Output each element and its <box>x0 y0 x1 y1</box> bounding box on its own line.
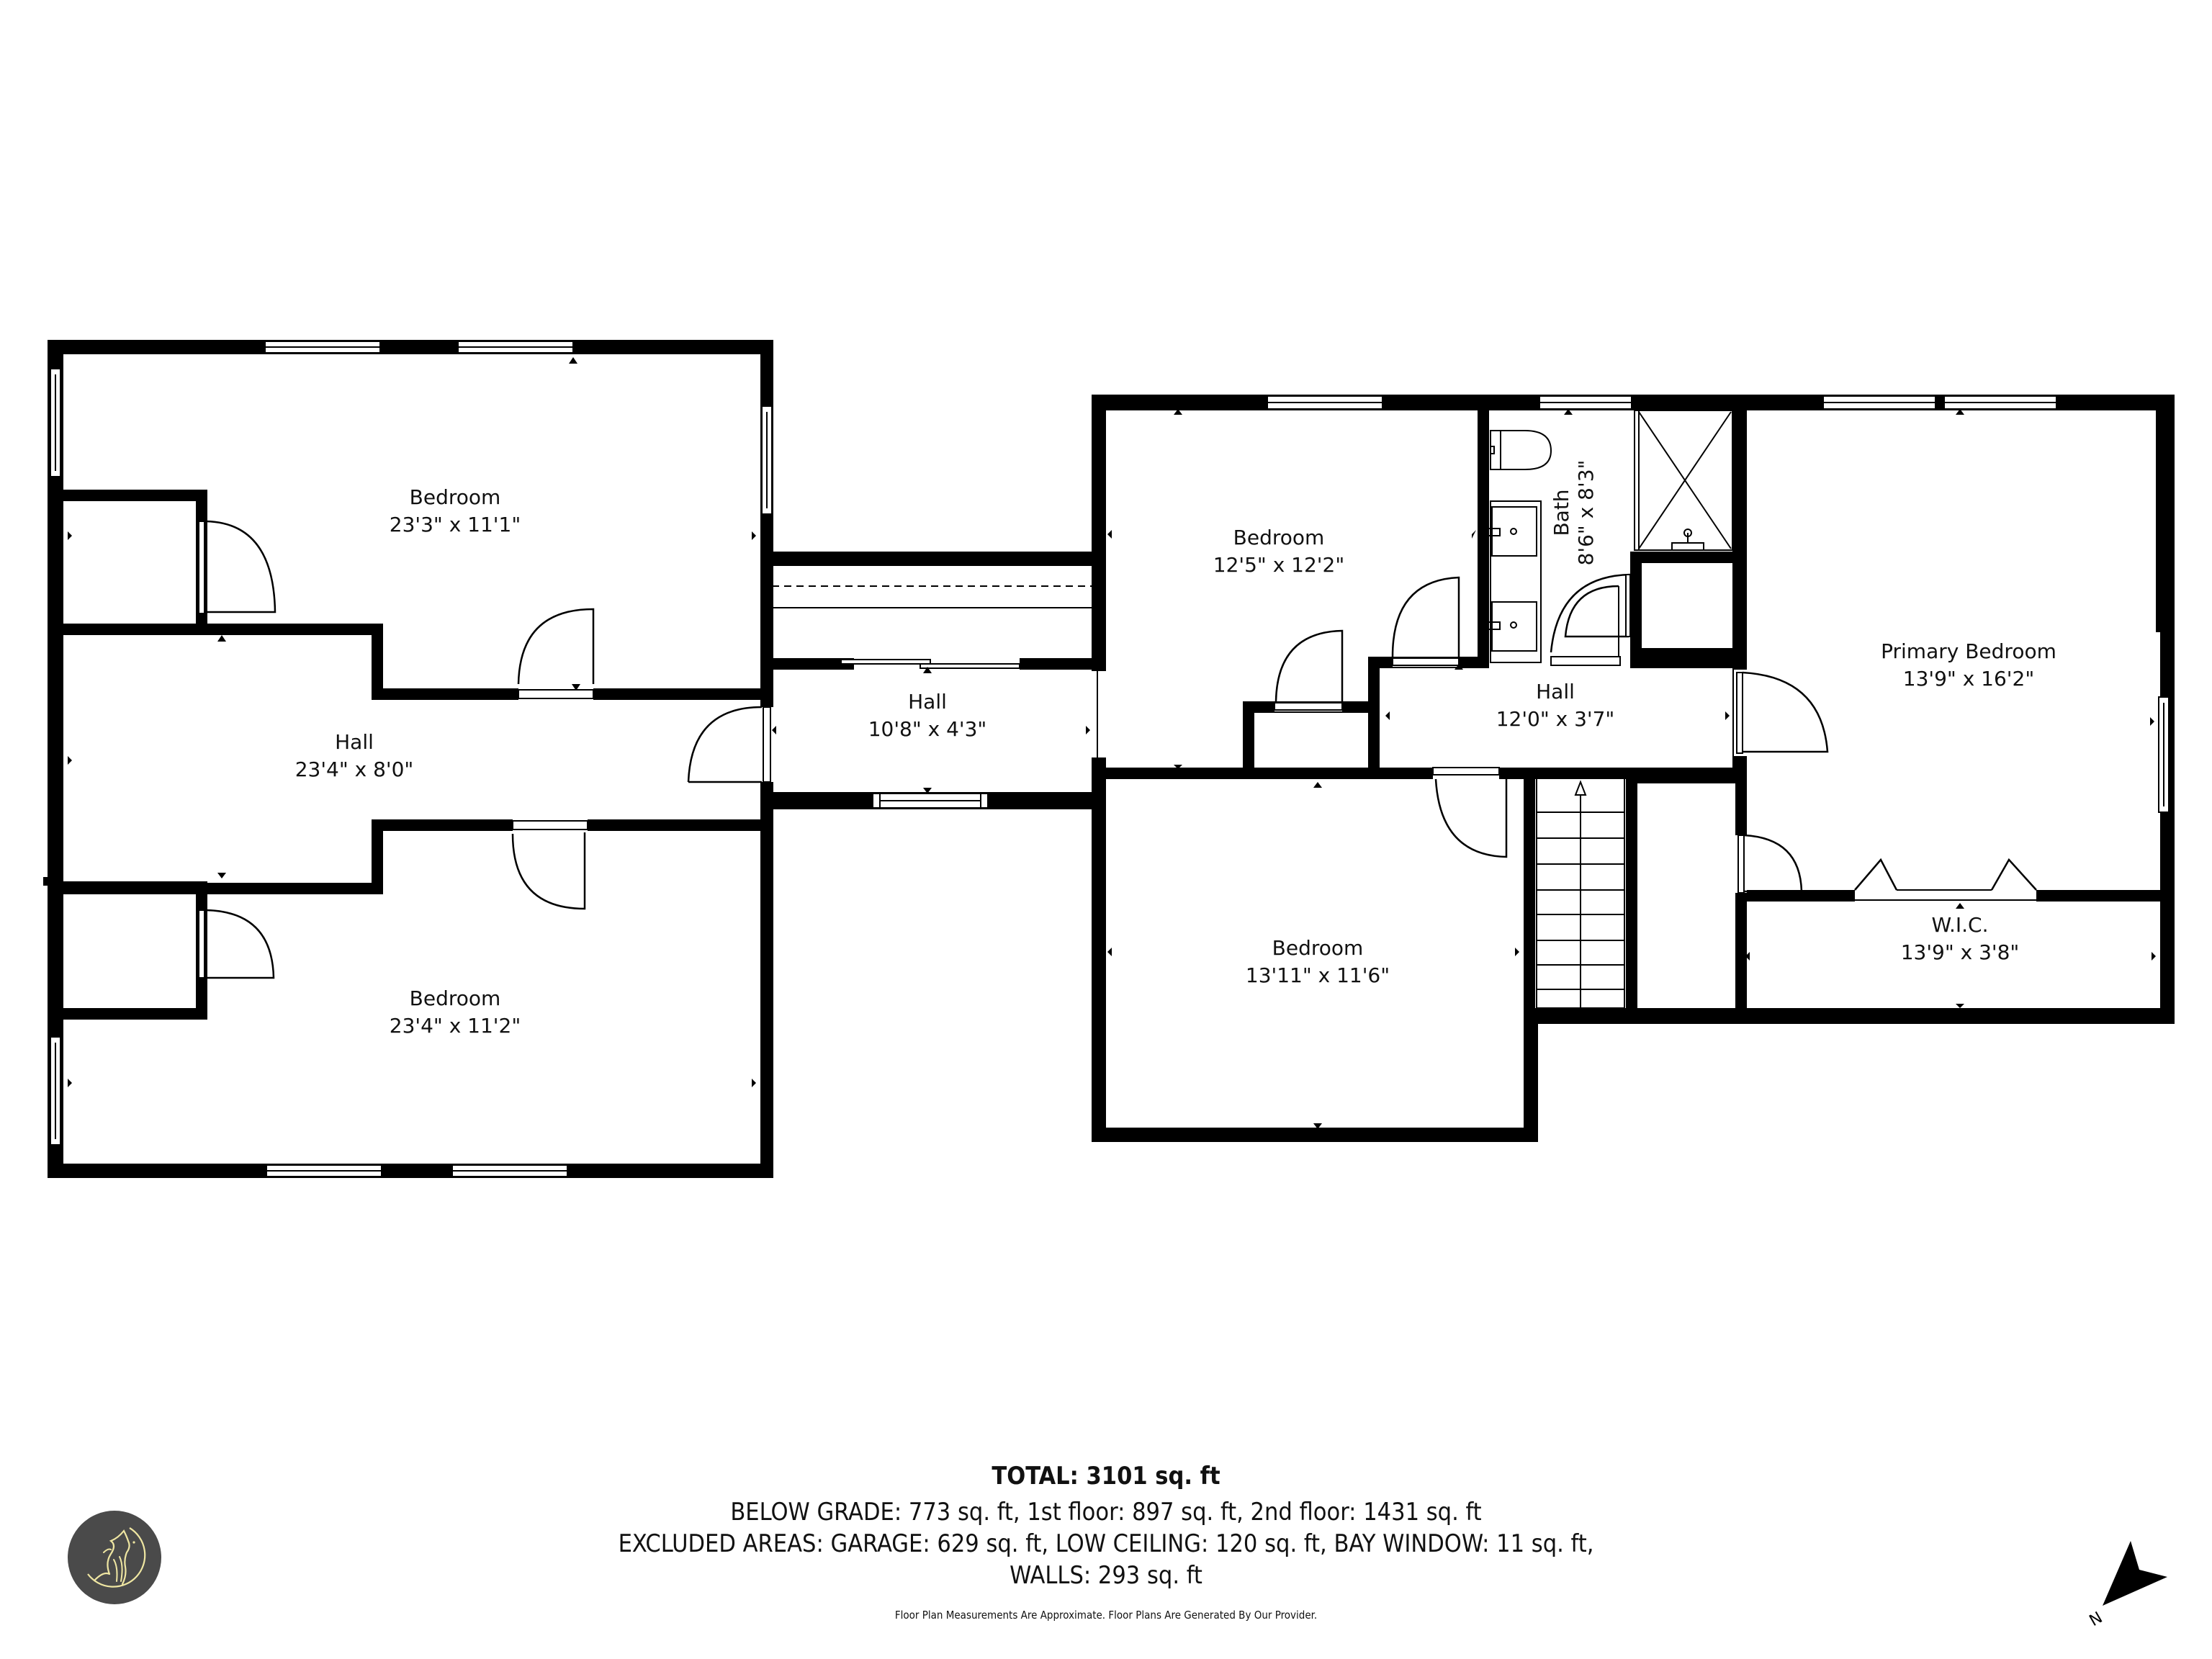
walls-area: WALLS: 293 sq. ft <box>1010 1561 1202 1590</box>
room-dimensions: 13'9" x 16'2" <box>1903 667 2034 691</box>
room-dimensions: 13'9" x 3'8" <box>1901 940 2020 964</box>
room-dimensions: 13'11" x 11'6" <box>1246 963 1390 987</box>
room-dimensions: 23'4" x 8'0" <box>295 757 414 781</box>
room-name: Hall <box>335 730 374 754</box>
right-wing <box>1092 395 2175 1142</box>
room-name: Bedroom <box>410 986 501 1010</box>
room-name: Hall <box>908 690 947 714</box>
north-arrow-icon: N <box>2087 1541 2167 1630</box>
room-name: Bedroom <box>1233 526 1325 549</box>
room-dimensions: 8'6" x 8'3" <box>1574 460 1598 566</box>
disclaimer: Floor Plan Measurements Are Approximate.… <box>894 1609 1318 1622</box>
total-area: TOTAL: 3101 sq. ft <box>992 1462 1220 1491</box>
area-breakdown: BELOW GRADE: 773 sq. ft, 1st floor: 897 … <box>730 1498 1482 1527</box>
room-dimensions: 23'4" x 11'2" <box>390 1014 521 1038</box>
room-name: Primary Bedroom <box>1881 639 2056 663</box>
room-dimensions: 10'8" x 4'3" <box>868 717 987 741</box>
room-name: Bedroom <box>410 485 501 509</box>
room-name: W.I.C. <box>1932 913 1989 937</box>
room-dimensions: 12'5" x 12'2" <box>1213 553 1344 577</box>
howling-wolf-icon <box>68 1511 161 1604</box>
excluded-areas: EXCLUDED AREAS: GARAGE: 629 sq. ft, LOW … <box>618 1529 1594 1558</box>
room-dimensions: 23'3" x 11'1" <box>390 513 521 536</box>
room-labels: Bedroom 23'3" x 11'1" Hall 23'4" x 8'0" … <box>295 460 2056 1038</box>
room-dimensions: 12'0" x 3'7" <box>1496 707 1615 731</box>
room-name: Hall <box>1536 680 1575 703</box>
room-name: Bath <box>1550 489 1573 536</box>
connector <box>760 552 1106 809</box>
room-name: Bedroom <box>1272 936 1364 960</box>
left-wing <box>43 340 775 1178</box>
north-label: N <box>2087 1609 2106 1630</box>
